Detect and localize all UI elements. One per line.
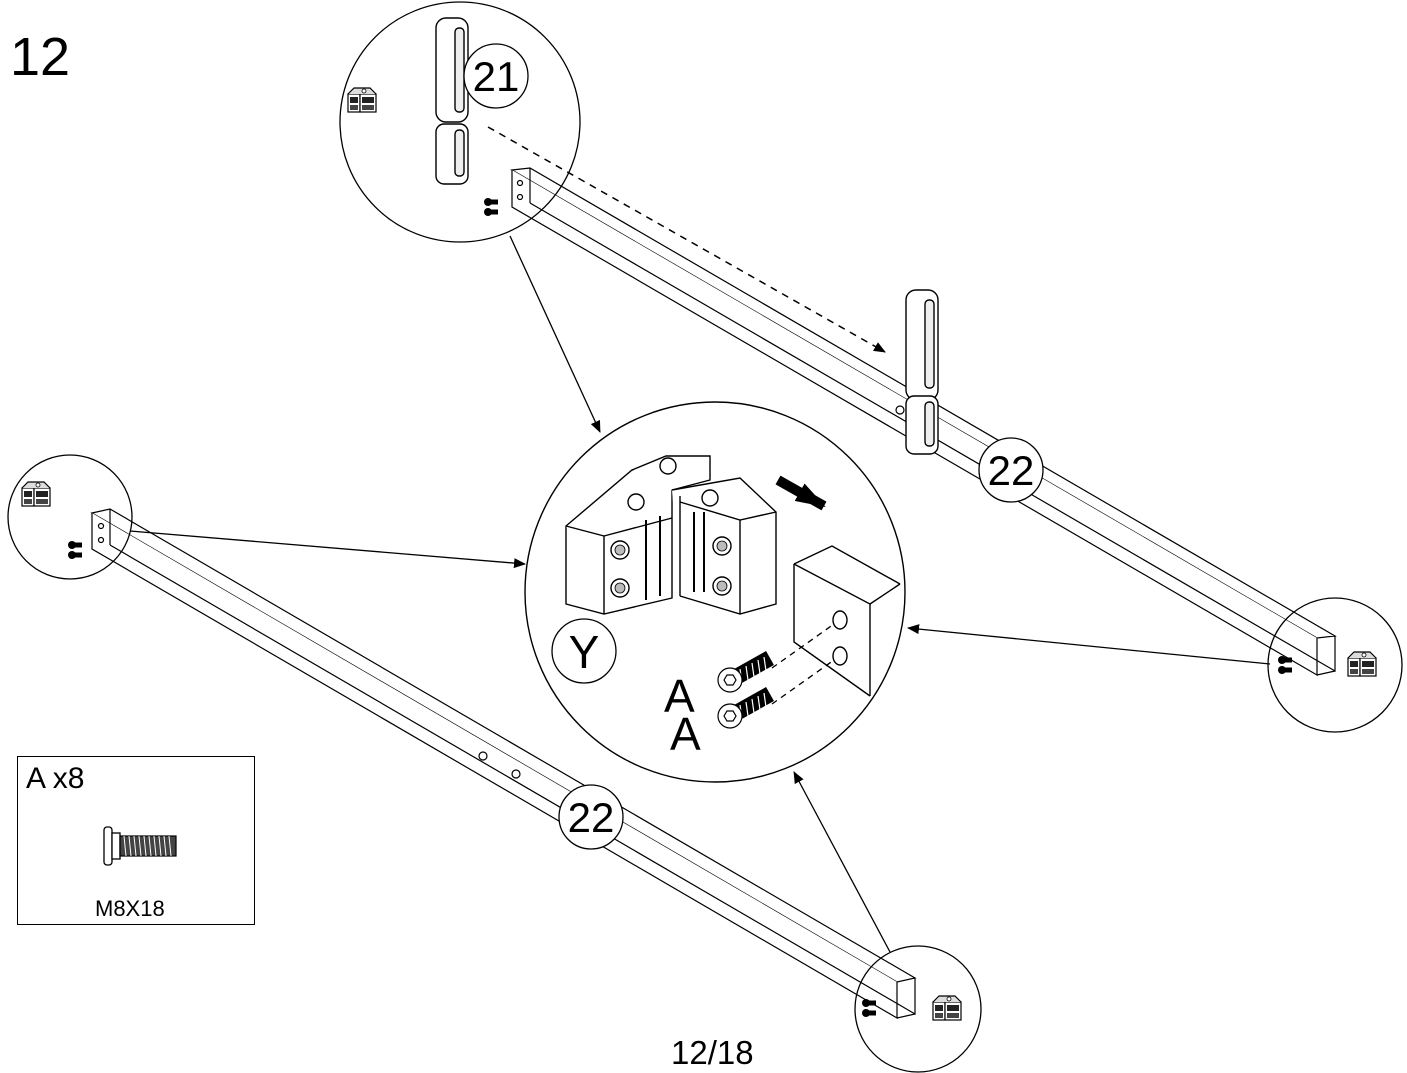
part-callout-22-front: 22 xyxy=(558,784,624,850)
detail-circle-right xyxy=(1267,597,1403,733)
detail-circle-top xyxy=(339,1,581,243)
corner-bracket-icon xyxy=(565,455,777,615)
page-indicator: 12/18 xyxy=(671,1034,754,1071)
handle-icon xyxy=(905,289,939,455)
detail-circle-main: Y A A xyxy=(524,401,906,783)
screw-icon xyxy=(862,999,876,1017)
detail-circle-bottom xyxy=(854,945,982,1073)
part-number-22-front: 22 xyxy=(568,794,615,841)
hardware-title: A x8 xyxy=(26,762,85,795)
part-callout-21: 21 xyxy=(463,43,529,109)
bracket-label-circle xyxy=(551,618,617,684)
hardware-size: M8X18 xyxy=(95,896,165,921)
part-number-21: 21 xyxy=(473,53,520,100)
screw-icon xyxy=(717,651,774,693)
corner-bracket-icon xyxy=(21,481,51,507)
part-number-22-back: 22 xyxy=(988,447,1035,494)
direction-arrow-icon xyxy=(775,475,827,511)
hardware-box: A x8 M8X18 xyxy=(17,756,255,925)
screw-icon xyxy=(1278,656,1292,674)
corner-bracket-icon xyxy=(1347,651,1377,677)
corner-bracket-icon xyxy=(932,995,962,1021)
part-callout-22-back: 22 xyxy=(978,437,1044,503)
screw-icon xyxy=(68,541,82,559)
rail-end-block xyxy=(793,545,901,697)
screw-icon xyxy=(484,198,498,216)
mount-direction-dashed-arrow xyxy=(487,126,886,353)
bracket-label: Y xyxy=(569,626,600,678)
screw-label-2: A xyxy=(670,708,701,760)
step-number: 12 xyxy=(10,27,71,87)
corner-bracket-icon xyxy=(347,87,377,113)
detail-circle-left xyxy=(7,454,133,580)
rail-front xyxy=(90,508,917,1020)
handle-icon xyxy=(435,17,469,185)
screw-label-1: A xyxy=(664,670,695,722)
screw-icon xyxy=(717,687,774,729)
screw-icon xyxy=(103,826,177,866)
detail-pointer-arrows xyxy=(129,235,1271,953)
